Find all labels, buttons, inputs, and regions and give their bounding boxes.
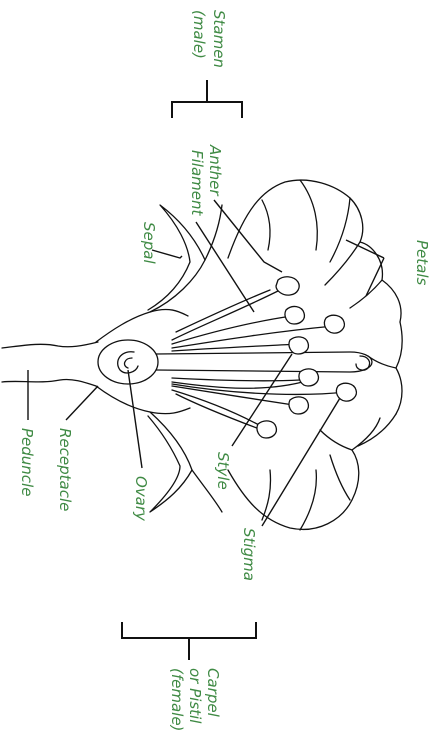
carpel-sub-label: (female) — [168, 668, 186, 731]
sepal-label: Sepal — [140, 222, 158, 264]
petals-label: Petals — [413, 240, 431, 286]
sepals — [148, 205, 222, 512]
stamen-label: Stamen — [210, 10, 228, 68]
carpel-brace — [122, 622, 256, 660]
carpel-or-label: or Pistil — [186, 668, 204, 724]
stigma-label: Stigma — [240, 528, 258, 581]
peduncle-stem — [2, 342, 98, 386]
anthers — [257, 277, 356, 438]
leader-lines — [28, 200, 384, 526]
ovary-label: Ovary — [132, 476, 150, 522]
stigma-leader — [262, 398, 340, 526]
anther-label: Anther — [206, 144, 224, 196]
stamen-brace — [172, 80, 242, 118]
style-label: Style — [214, 452, 232, 490]
ovary-shape — [98, 340, 158, 384]
receptacle-leader — [66, 386, 98, 420]
stigma-tip — [356, 356, 370, 370]
receptacle-shape — [96, 309, 190, 413]
carpel-label: Carpel — [204, 668, 222, 718]
stamen-sub-label: (male) — [190, 10, 208, 59]
receptacle-label: Receptacle — [56, 428, 74, 511]
filaments — [172, 290, 346, 430]
petals — [228, 180, 402, 530]
ovary-leader — [128, 370, 142, 468]
filament-label: Filament — [188, 150, 206, 217]
filament-leader — [196, 222, 254, 312]
anther-leader — [214, 200, 282, 272]
petals-leader-b — [366, 258, 384, 296]
style-tube — [156, 352, 372, 372]
peduncle-label: Peduncle — [18, 428, 36, 496]
